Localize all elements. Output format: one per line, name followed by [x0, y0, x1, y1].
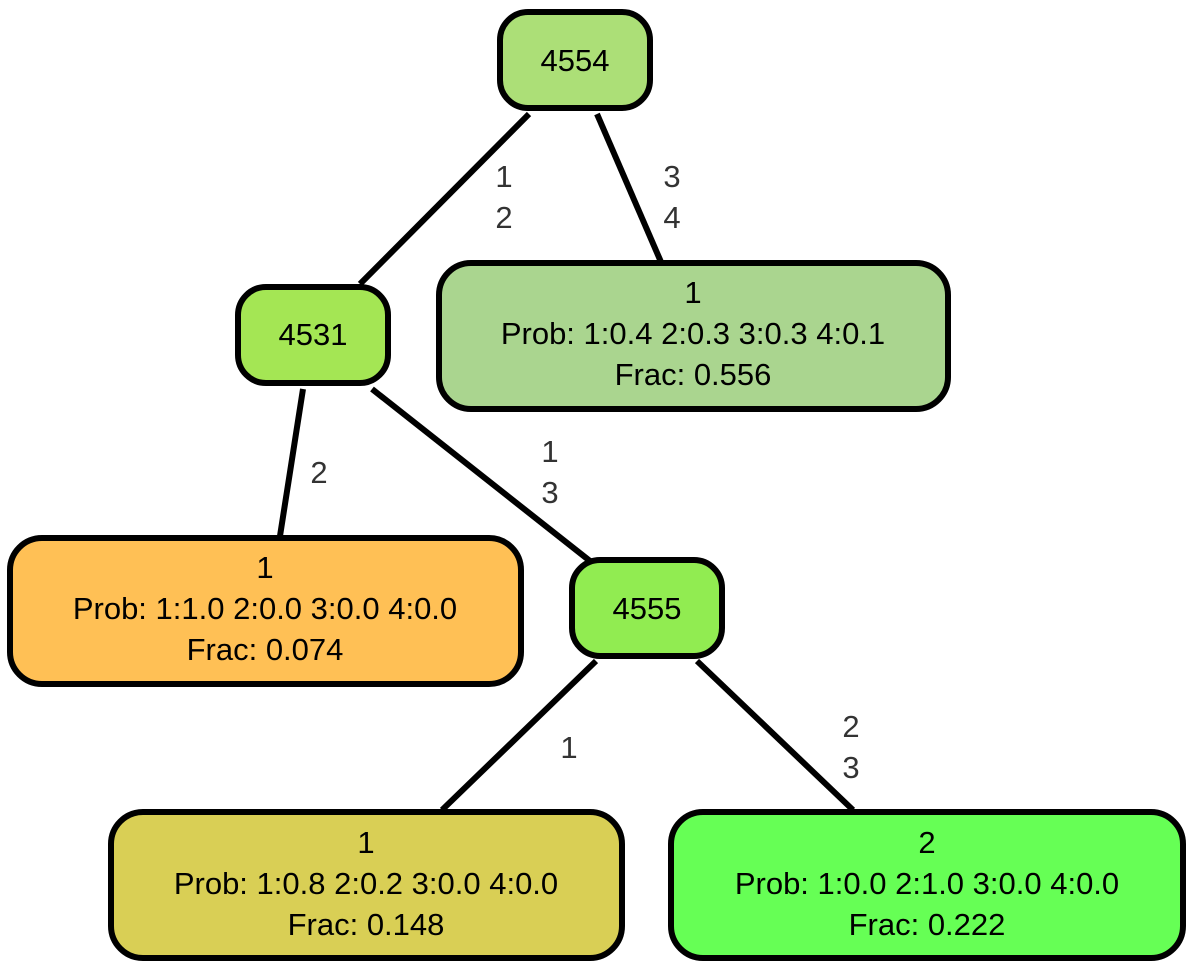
edges — [277, 111, 856, 813]
edge-4555-to-leaf-d — [694, 658, 856, 813]
node-4531: 4531 — [235, 284, 391, 386]
edge-4554-to-4531 — [357, 111, 532, 287]
node-4555: 4555 — [569, 557, 725, 659]
leaf-node-a: 1 Prob: 1:0.4 2:0.3 3:0.3 4:0.1 Frac: 0.… — [436, 260, 951, 412]
edge-label-4555-leafd-line2: 3 — [842, 750, 859, 785]
leaf-node-b-prob: Prob: 1:1.0 2:0.0 3:0.0 4:0.0 — [73, 591, 457, 626]
edge-4554-to-leaf-a — [594, 112, 664, 264]
edge-label-4555-leafd-line1: 2 — [842, 709, 859, 744]
leaf-node-c: 1 Prob: 1:0.8 2:0.2 3:0.0 4:0.0 Frac: 0.… — [108, 809, 625, 961]
leaf-node-a-box — [436, 260, 951, 412]
leaf-node-d-prob: Prob: 1:0.0 2:1.0 3:0.0 4:0.0 — [735, 866, 1119, 901]
edge-4555-to-leaf-c — [439, 658, 599, 813]
edge-label-4554-4531-line2: 2 — [495, 200, 512, 235]
edge-4531-to-4555 — [370, 386, 592, 564]
leaf-node-a-frac: Frac: 0.556 — [615, 357, 772, 392]
edge-label-4554-leafa-line1: 3 — [663, 159, 680, 194]
edge-4531-to-leaf-b — [277, 388, 306, 537]
edge-label-4554-4531-line1: 1 — [495, 159, 512, 194]
leaf-node-d-frac: Frac: 0.222 — [849, 907, 1006, 942]
leaf-node-c-prob: Prob: 1:0.8 2:0.2 3:0.0 4:0.0 — [174, 866, 558, 901]
leaf-node-b-class: 1 — [256, 550, 273, 585]
leaf-node-c-box — [108, 809, 625, 961]
leaf-node-c-frac: Frac: 0.148 — [288, 907, 445, 942]
leaf-node-c-class: 1 — [357, 825, 374, 860]
edge-labels: 1 2 3 4 2 1 3 1 2 3 — [310, 159, 859, 785]
leaf-node-d-box — [668, 809, 1186, 961]
edge-label-4554-leafa-line2: 4 — [663, 200, 680, 235]
node-4554-label: 4554 — [541, 43, 610, 78]
node-4555-label: 4555 — [613, 591, 682, 626]
leaf-node-a-class: 1 — [684, 275, 701, 310]
leaf-node-b-box — [7, 535, 524, 687]
leaf-node-d: 2 Prob: 1:0.0 2:1.0 3:0.0 4:0.0 Frac: 0.… — [668, 809, 1186, 961]
node-4554: 4554 — [497, 9, 653, 111]
leaf-node-b-frac: Frac: 0.074 — [187, 632, 344, 667]
leaf-node-a-prob: Prob: 1:0.4 2:0.3 3:0.3 4:0.1 — [501, 316, 885, 351]
edge-label-4531-leafb-line1: 2 — [310, 455, 327, 490]
edge-label-4555-leafc-line1: 1 — [560, 730, 577, 765]
node-4555-box — [569, 557, 725, 659]
edge-label-4531-4555-line2: 3 — [541, 475, 558, 510]
leaf-node-d-class: 2 — [918, 825, 935, 860]
edge-label-4531-4555-line1: 1 — [541, 434, 558, 469]
node-4554-box — [497, 9, 653, 111]
node-4531-box — [235, 284, 391, 386]
node-4531-label: 4531 — [279, 317, 348, 352]
leaf-node-b: 1 Prob: 1:1.0 2:0.0 3:0.0 4:0.0 Frac: 0.… — [7, 535, 524, 687]
